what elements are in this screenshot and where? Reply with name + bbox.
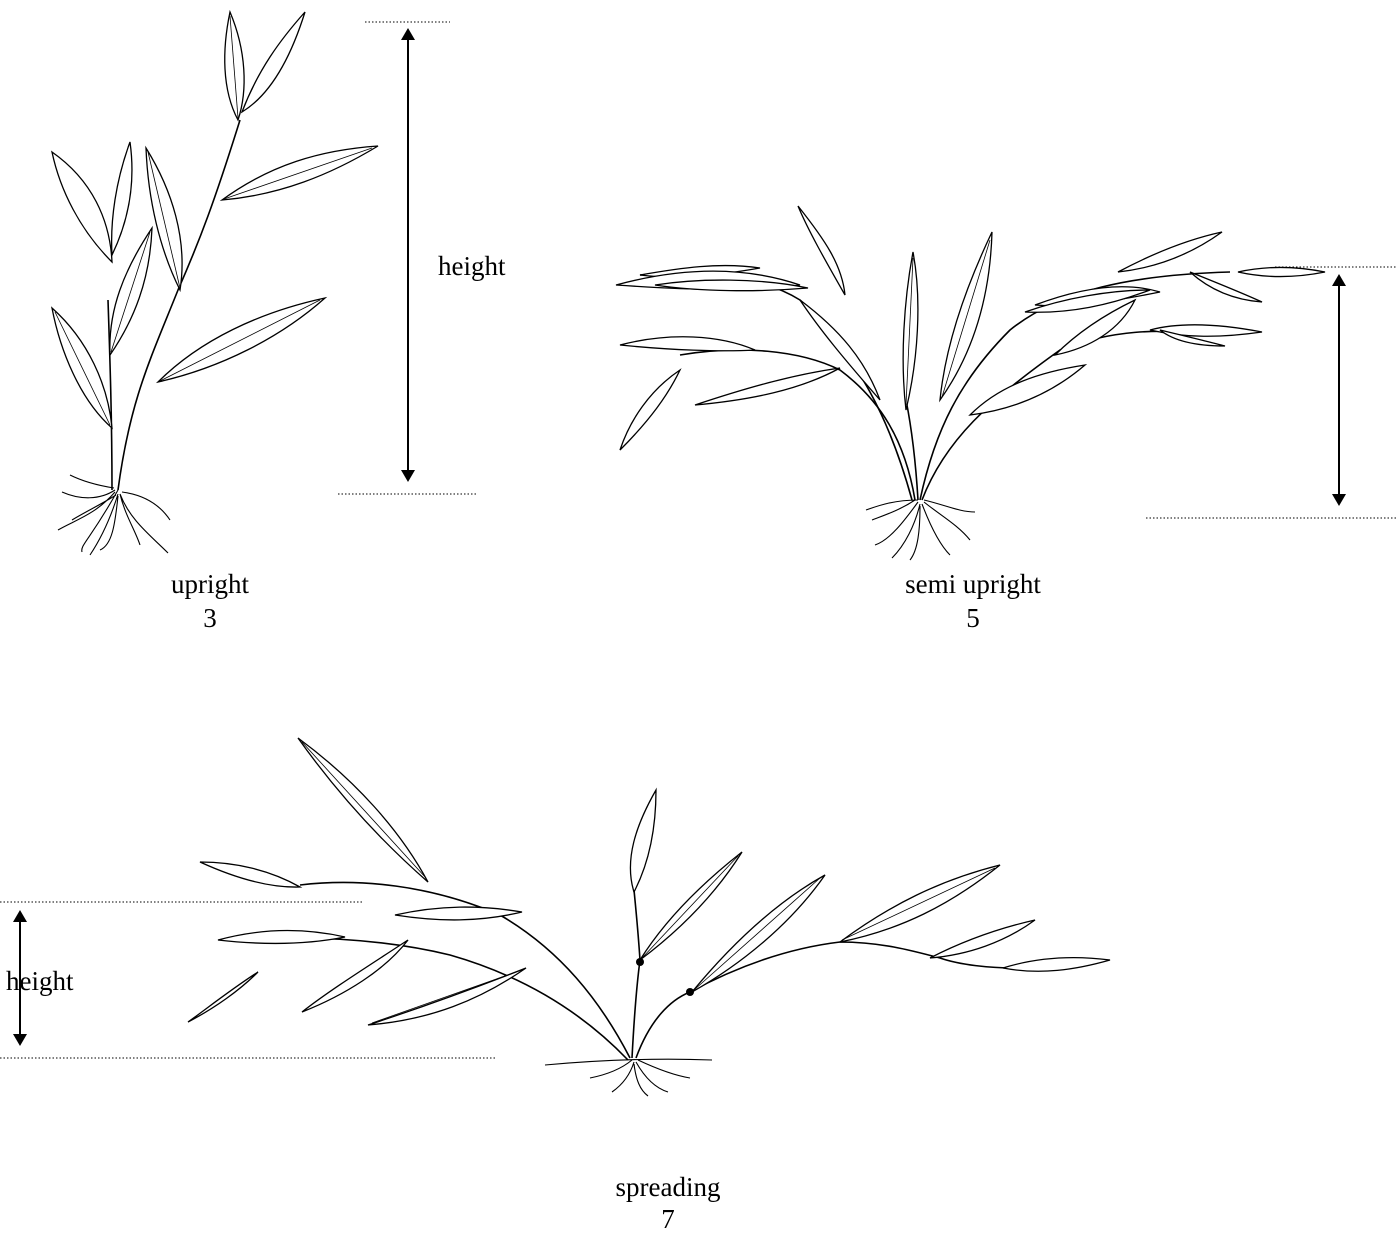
spreading-stem bbox=[636, 942, 1015, 1058]
upright-caption: upright bbox=[171, 571, 249, 598]
semi-upright-leaf bbox=[620, 337, 755, 351]
spreading-stem bbox=[230, 938, 628, 1060]
upright-leaf bbox=[225, 12, 244, 120]
semi-upright-score: 5 bbox=[966, 605, 980, 632]
semi-upright-roots bbox=[866, 500, 975, 560]
semi-upright-leaf bbox=[1190, 272, 1262, 302]
spreading-leaf bbox=[630, 790, 656, 892]
spreading-score: 7 bbox=[661, 1206, 675, 1233]
semi-upright-leaf bbox=[940, 232, 992, 400]
semi-upright-leaf bbox=[970, 365, 1085, 415]
semi-upright-leaf bbox=[695, 368, 840, 405]
semi-upright-stem bbox=[680, 350, 915, 500]
upright-plant-illustration bbox=[52, 12, 378, 555]
semi-upright-caption: semi upright bbox=[905, 571, 1041, 598]
spreading-stem bbox=[632, 890, 640, 1058]
upright-leaf bbox=[52, 152, 112, 262]
spreading-leaf bbox=[298, 738, 428, 882]
upright-score: 3 bbox=[203, 605, 217, 632]
upright-height-label: height bbox=[438, 253, 506, 280]
spreading-leaf bbox=[200, 862, 300, 887]
semi-upright-leaf bbox=[1118, 232, 1222, 272]
spreading-roots bbox=[590, 1060, 690, 1096]
spreading-plant-illustration bbox=[188, 738, 1110, 1096]
upright-roots bbox=[58, 475, 170, 555]
upright-leaf bbox=[112, 142, 132, 255]
upright-leaf bbox=[242, 12, 305, 112]
spreading-leaf bbox=[1003, 958, 1110, 972]
spreading-leaf bbox=[930, 920, 1035, 958]
spreading-leaf bbox=[395, 907, 522, 920]
spreading-height-label: height bbox=[6, 968, 74, 995]
semi-upright-plant-illustration bbox=[616, 206, 1325, 560]
semi-upright-leaf bbox=[903, 252, 918, 410]
spreading-leaf bbox=[218, 931, 345, 944]
spreading-leaf bbox=[302, 940, 408, 1012]
spreading-caption: spreading bbox=[616, 1174, 721, 1201]
semi-upright-leaf bbox=[1238, 268, 1325, 277]
semi-upright-leaf bbox=[798, 206, 845, 295]
semi-upright-leaf bbox=[620, 370, 680, 450]
semi-upright-leaf bbox=[800, 300, 880, 400]
spreading-leaf bbox=[188, 972, 258, 1022]
